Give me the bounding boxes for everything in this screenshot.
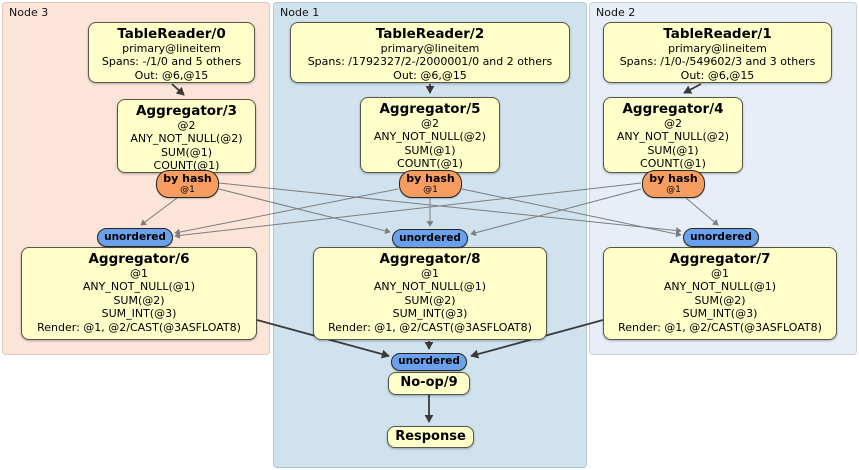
hash-router-label: by hash [406,172,455,185]
region-node1-label: Node 1 [280,6,320,19]
processor-aggregator-6: Aggregator/6 @1 ANY_NOT_NULL(@1) SUM(@2)… [21,247,257,340]
processor-tablereader-1: TableReader/1 primary@lineitem Spans: /1… [603,22,832,83]
sync-unordered-node2: unordered [683,228,759,247]
processor-line: SUM(@2) [694,293,746,307]
processor-title: Aggregator/5 [379,101,481,117]
processor-line: ANY_NOT_NULL(@2) [130,132,243,146]
processor-line: Render: @1, @2/CAST(@3ASFLOAT8) [37,320,241,334]
edge-byhash4-unord2 [685,197,719,226]
edge-byhash3-unord2 [218,182,682,234]
processor-line: @1 [130,267,148,280]
processor-line: SUM(@2) [404,293,456,307]
hash-router-label: by hash [649,172,698,185]
processor-line: Spans: -/1/0 and 5 others [101,55,242,69]
processor-line: @2 [177,119,196,132]
processor-line: Out: @6,@15 [680,68,755,82]
edge-tr0-agg3 [171,83,185,96]
processor-line: Out: @6,@15 [393,68,467,82]
processor-aggregator-7: Aggregator/7 @1 ANY_NOT_NULL(@1) SUM(@2)… [603,247,837,340]
processor-title: Response [395,429,466,444]
processor-tablereader-0: TableReader/0 primary@lineitem Spans: -/… [88,22,255,83]
edge-byhash5-unord2 [461,188,682,238]
hash-router-key: @1 [423,185,438,195]
processor-line: SUM_INT(@3) [392,307,468,321]
hash-router-node3: by hash @1 [156,170,219,198]
processor-line: SUM(@2) [113,293,165,307]
processor-aggregator-4: Aggregator/4 @2 ANY_NOT_NULL(@2) SUM(@1)… [603,97,743,173]
edge-byhash3-unord3 [140,197,178,226]
processor-line: ANY_NOT_NULL(@1) [373,280,487,294]
processor-line: primary@lineitem [380,42,480,55]
processor-line: SUM_INT(@3) [101,307,177,321]
sync-unordered-node3: unordered [97,228,173,247]
processor-line: Render: @1, @2/CAST(@3ASFLOAT8) [328,320,532,334]
sync-unordered-node1: unordered [392,229,468,248]
processor-title: Aggregator/7 [669,251,771,267]
processor-line: ANY_NOT_NULL(@1) [663,280,777,294]
edge-tr1-agg4 [683,83,702,94]
processor-aggregator-5: Aggregator/5 @2 ANY_NOT_NULL(@2) SUM(@1)… [360,97,500,173]
processor-line: SUM(@1) [160,145,213,159]
processor-response: Response [387,426,474,448]
hash-router-key: @1 [180,185,195,195]
processor-line: SUM(@1) [404,143,456,157]
hash-router-node1: by hash @1 [399,170,462,198]
processor-line: @1 [711,267,729,280]
hash-router-label: by hash [163,172,212,185]
processor-line: Render: @1, @2/CAST(@3ASFLOAT8) [618,320,822,334]
processor-line: Spans: /1792327/2-/2000001/0 and 2 other… [307,55,553,69]
region-node2-label: Node 2 [596,6,636,19]
processor-title: Aggregator/6 [88,251,190,267]
processor-aggregator-8: Aggregator/8 @1 ANY_NOT_NULL(@1) SUM(@2)… [313,247,547,340]
processor-line: ANY_NOT_NULL(@2) [616,130,730,144]
processor-noop-9: No-op/9 [388,372,470,395]
edge-byhash4-unord3 [174,182,642,239]
processor-line: @2 [664,117,682,130]
edge-byhash5-unord3 [174,188,399,236]
processor-aggregator-3: Aggregator/3 @2 ANY_NOT_NULL(@2) SUM(@1)… [117,99,256,173]
processor-line: COUNT(@1) [397,157,463,171]
edge-byhash3-unord1 [218,188,391,235]
processor-line: primary@lineitem [668,42,767,55]
processor-title: No-op/9 [400,375,458,390]
processor-line: Out: @6,@15 [134,68,209,82]
processor-line: COUNT(@1) [640,157,706,171]
processor-title: TableReader/2 [375,26,485,42]
processor-line: Spans: /1/0-/549602/3 and 3 others [619,55,816,69]
processor-title: TableReader/0 [117,26,226,42]
processor-line: @2 [421,117,439,130]
processor-title: TableReader/1 [663,26,772,42]
processor-line: primary@lineitem [122,42,221,55]
processor-line: ANY_NOT_NULL(@2) [373,130,487,144]
processor-line: COUNT(@1) [153,159,220,173]
processor-line: SUM(@1) [647,143,699,157]
edge-byhash4-unord1 [470,188,642,237]
processor-line: ANY_NOT_NULL(@1) [82,280,196,294]
processor-line: SUM_INT(@3) [682,307,758,321]
processor-title: Aggregator/3 [135,103,238,119]
processor-title: Aggregator/4 [622,101,724,117]
processor-line: @1 [421,267,439,280]
hash-router-node2: by hash @1 [642,170,705,198]
processor-tablereader-2: TableReader/2 primary@lineitem Spans: /1… [290,22,570,83]
processor-title: Aggregator/8 [379,251,481,267]
hash-router-key: @1 [666,185,681,195]
region-node3-label: Node 3 [9,6,49,19]
sync-unordered-final: unordered [391,353,467,371]
